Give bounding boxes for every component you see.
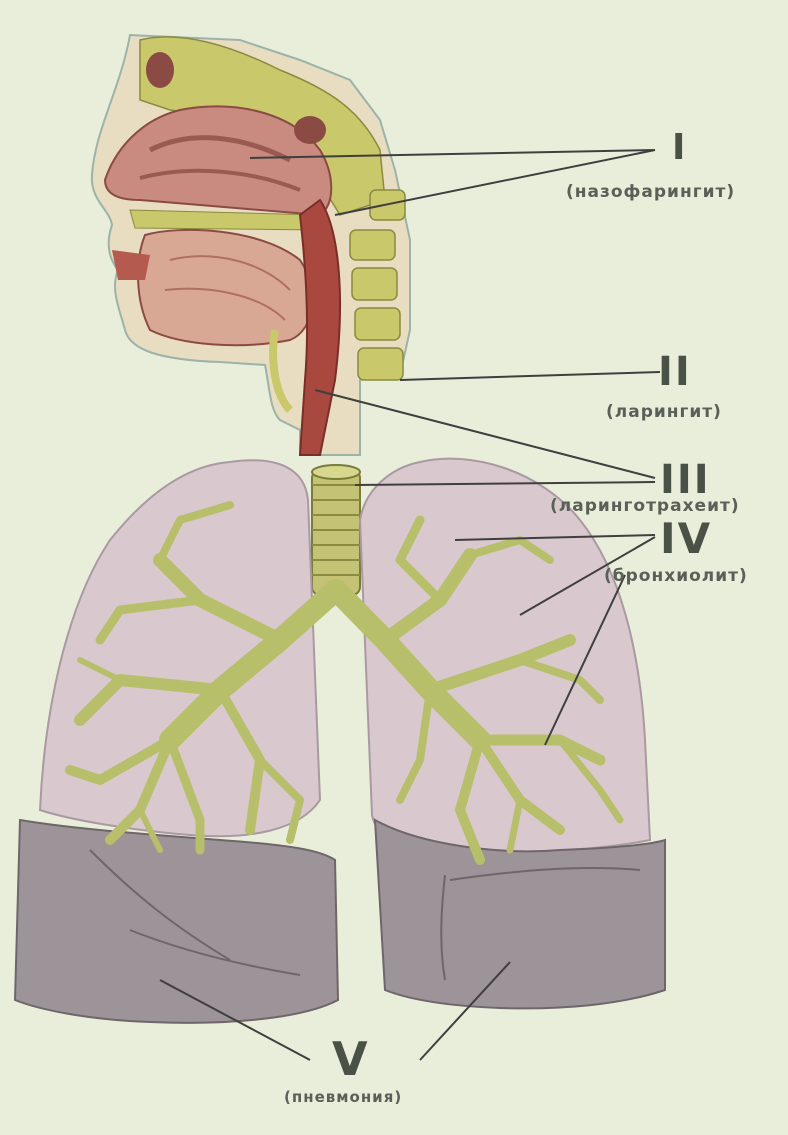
label-iii-numeral: III xyxy=(660,460,711,500)
label-iv-numeral: IV xyxy=(660,518,712,560)
trachea xyxy=(312,465,360,595)
label-iii-caption: (ларинготрахеит) xyxy=(550,496,740,516)
label-iv-caption: (бронхиолит) xyxy=(604,566,748,586)
label-i-caption: (назофарингит) xyxy=(566,182,735,202)
head-sagittal-section xyxy=(92,35,410,455)
label-ii-numeral: II xyxy=(658,352,692,392)
label-v-caption: (пневмония) xyxy=(284,1088,402,1106)
label-v-numeral: V xyxy=(332,1036,370,1082)
label-i-numeral: I xyxy=(672,130,687,166)
label-ii-caption: (ларингит) xyxy=(606,402,722,422)
